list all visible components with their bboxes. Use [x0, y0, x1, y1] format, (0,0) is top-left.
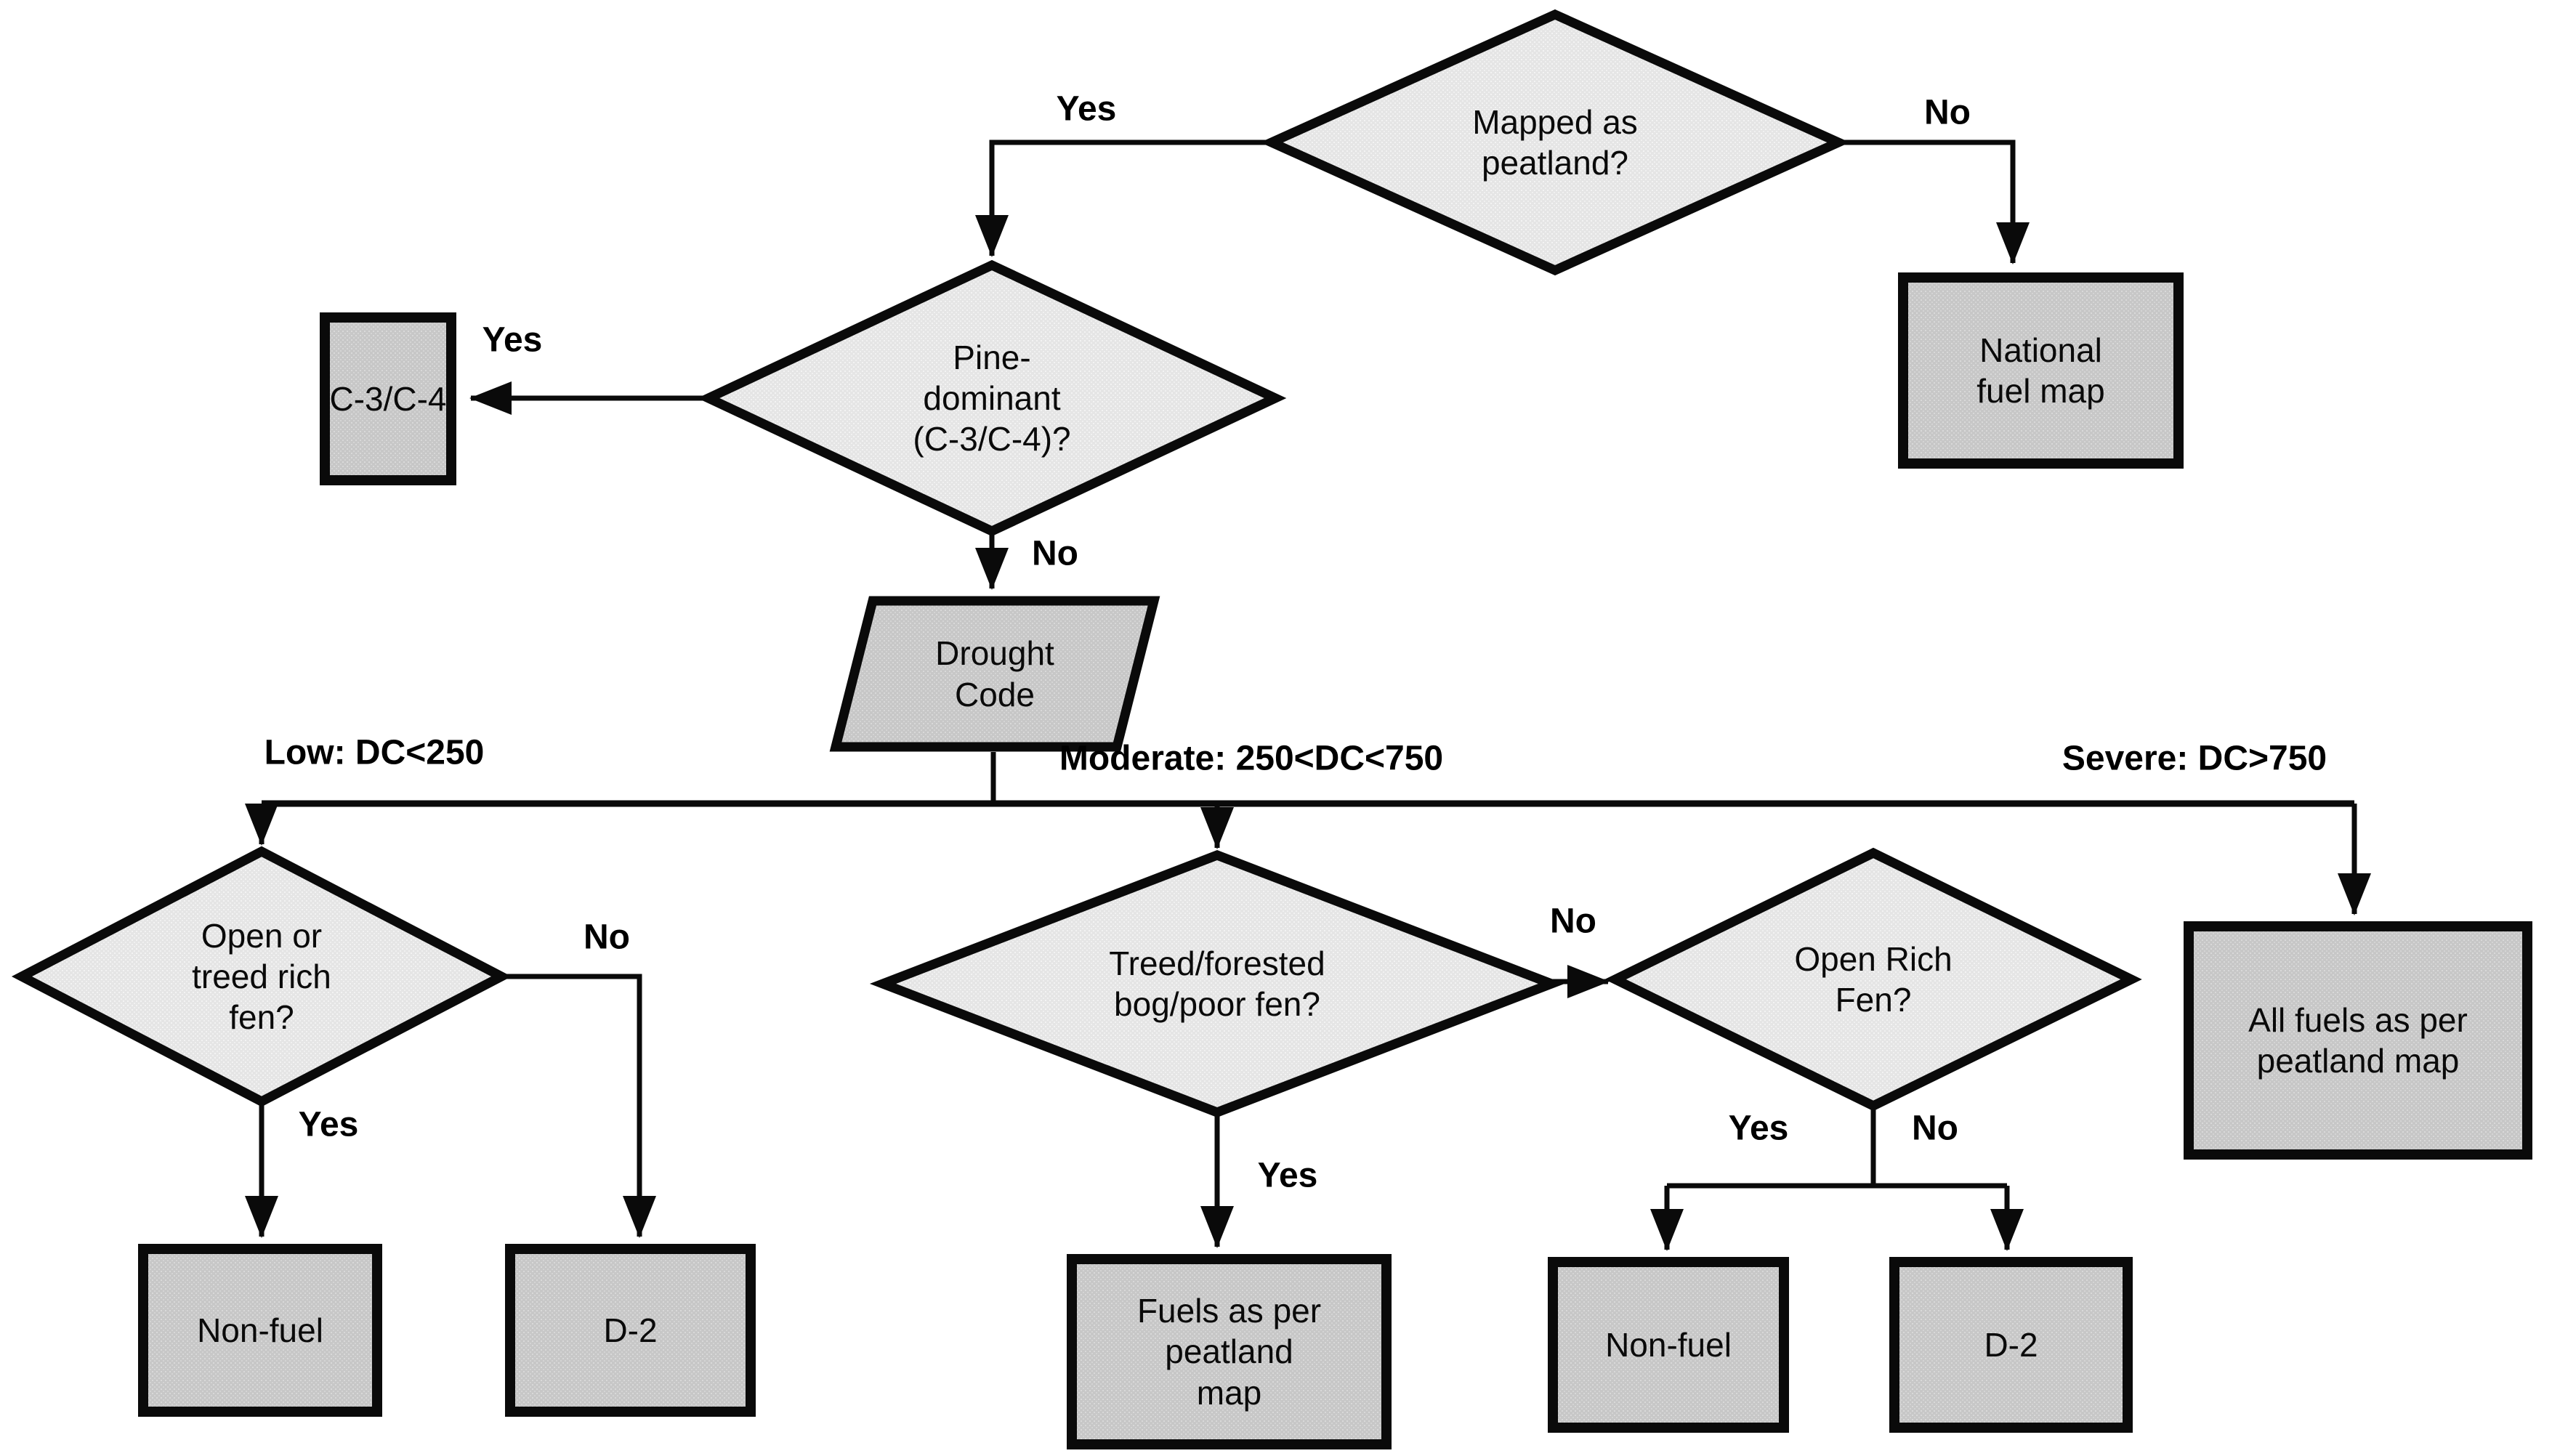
- node-open-treed-rich-fen: Open or treed rich fen?: [11, 846, 512, 1107]
- edge-label-yes-fen: Yes: [298, 1105, 359, 1144]
- edge-label-no-mapped: No: [1924, 93, 1971, 132]
- edge-yes-to-pine-dominant: [975, 139, 1272, 257]
- decision-diamond-shape: [1604, 847, 2142, 1112]
- node-label: Open Rich Fen?: [1794, 939, 1953, 1019]
- node-national-fuel-map: National fuel map: [1898, 272, 2184, 469]
- terminal-rect-shape: [320, 312, 456, 485]
- edge-label-no-open-rich: No: [1912, 1109, 1958, 1148]
- node-label: Pine- dominant (C-3/C-4)?: [913, 338, 1071, 458]
- node-label: National fuel map: [1976, 331, 2105, 410]
- node-pine-dominant: Pine- dominant (C-3/C-4)?: [697, 259, 1287, 537]
- io-parallelogram-shape: [829, 596, 1160, 752]
- node-label: Fuels as per peatland map: [1136, 1292, 1322, 1412]
- node-label: Non-fuel: [1605, 1325, 1732, 1364]
- node-non-fuel-left: Non-fuel: [138, 1244, 382, 1417]
- edge-no-to-d2-left: [501, 974, 656, 1238]
- node-non-fuel-right: Non-fuel: [1548, 1257, 1789, 1433]
- node-drought-code: Drought Code: [829, 596, 1160, 752]
- node-fuels-per-peatland-map: Fuels as per peatland map: [1067, 1254, 1392, 1449]
- decision-diamond-shape: [869, 850, 1565, 1117]
- edge-label-yes-mapped: Yes: [1056, 89, 1117, 129]
- node-open-rich-fen: Open Rich Fen?: [1604, 847, 2142, 1112]
- node-treed-forested-bog-poor-fen: Treed/forested bog/poor fen?: [869, 850, 1565, 1117]
- terminal-rect-shape: [1889, 1257, 2133, 1433]
- terminal-rect-shape: [138, 1244, 382, 1417]
- terminal-rect-shape: [1548, 1257, 1789, 1433]
- edge-label-low-dc: Low: DC<250: [264, 733, 485, 772]
- edge-label-yes-open-rich: Yes: [1728, 1109, 1789, 1148]
- edge-label-no-fen: No: [584, 918, 630, 957]
- node-d2-left: D-2: [505, 1244, 756, 1417]
- node-label: Drought Code: [935, 634, 1054, 713]
- decision-diamond-shape: [697, 259, 1287, 537]
- terminal-rect-shape: [2184, 921, 2532, 1160]
- terminal-rect-shape: [1067, 1254, 1392, 1449]
- edge-label-yes-pine: Yes: [482, 320, 543, 360]
- edge-label-yes-bog: Yes: [1257, 1156, 1318, 1195]
- node-all-fuels-peatland-map: All fuels as per peatland map: [2184, 921, 2532, 1160]
- edge-label-severe-dc: Severe: DC>750: [2062, 739, 2327, 778]
- edge-no-to-national-fuel-map: [1838, 139, 2030, 264]
- edge-label-no-bog: No: [1550, 902, 1596, 941]
- node-label: D-2: [603, 1311, 658, 1349]
- node-label: Open or treed rich fen?: [192, 916, 331, 1037]
- node-label: C-3/C-4: [329, 379, 447, 418]
- terminal-rect-shape: [1898, 272, 2184, 469]
- node-d2-right: D-2: [1889, 1257, 2133, 1433]
- node-label: Treed/forested bog/poor fen?: [1109, 944, 1325, 1023]
- decision-diamond-shape: [1260, 9, 1850, 276]
- node-label: D-2: [1984, 1325, 2038, 1364]
- node-label: All fuels as per peatland map: [2248, 1000, 2468, 1080]
- node-label: Mapped as peatland?: [1472, 102, 1638, 182]
- node-c3-c4: C-3/C-4: [320, 312, 456, 485]
- node-mapped-as-peatland: Mapped as peatland?: [1260, 9, 1850, 276]
- terminal-rect-shape: [505, 1244, 756, 1417]
- node-label: Non-fuel: [197, 1311, 323, 1349]
- decision-diamond-shape: [11, 846, 512, 1107]
- edge-label-moderate-dc: Moderate: 250<DC<750: [1059, 739, 1444, 778]
- edge-label-no-pine: No: [1032, 534, 1078, 573]
